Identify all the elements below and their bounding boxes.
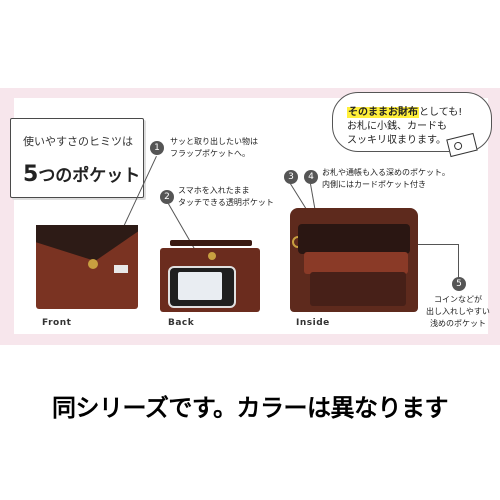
label-front: Front — [42, 318, 72, 328]
annotation-4-line2: 内側にはカードポケット付き — [322, 180, 426, 189]
coin-pocket — [310, 272, 406, 306]
annotation-2: スマホを入れたまま タッチできる透明ポケット — [178, 185, 274, 209]
speech-line1: そのままお財布としても! — [347, 103, 462, 118]
snap-button — [88, 259, 98, 269]
annotation-2-line1: スマホを入れたまま — [178, 186, 250, 195]
strap — [170, 240, 252, 246]
annotation-5-line3: 浅めのポケット — [429, 319, 486, 328]
speech-highlight: そのままお財布 — [347, 107, 419, 118]
card-tag — [114, 265, 128, 273]
phone-window — [168, 266, 236, 308]
deep-pocket — [298, 224, 410, 254]
speech-line3: スッキリ収まります。 — [347, 135, 446, 146]
title-box: 使いやすさのヒミツは 5つのポケット — [10, 118, 144, 198]
badge-3: 3 — [284, 170, 298, 184]
phone-screen — [178, 272, 222, 300]
flap-pocket — [36, 225, 138, 261]
annotation-5: コインなどが 出し入れしやすい 浅めのポケット — [426, 294, 490, 330]
annotation-5-line1: コインなどが — [433, 295, 482, 304]
annotation-4: お札や通帳も入る深めのポケット。 内側にはカードポケット付き — [322, 167, 450, 191]
leader-line-5 — [458, 244, 459, 278]
wallet-inside-image — [290, 208, 418, 312]
snap-button — [208, 252, 216, 260]
wallet-back-image — [160, 240, 260, 312]
card-pocket — [304, 252, 408, 274]
annotation-4-line1: お札や通帳も入る深めのポケット。 — [322, 168, 450, 177]
title-number: 5 — [23, 162, 39, 187]
badge-5: 5 — [452, 277, 466, 291]
badge-4: 4 — [304, 170, 318, 184]
annotation-2-line2: タッチできる透明ポケット — [178, 198, 274, 207]
title-line2: 5つのポケット — [23, 161, 140, 187]
label-back: Back — [168, 318, 195, 328]
label-inside: Inside — [296, 318, 330, 328]
speech-line1-rest: としても! — [419, 107, 463, 118]
badge-1: 1 — [150, 141, 164, 155]
annotation-1: サッと取り出したい物は フラップポケットへ。 — [170, 136, 258, 160]
badge-2: 2 — [160, 190, 174, 204]
wallet-front-image — [36, 225, 138, 309]
speech-line2: お札に小銭、カードも — [347, 121, 447, 132]
title-rest: つのポケット — [38, 166, 141, 186]
title-line1: 使いやすさのヒミツは — [23, 135, 133, 148]
annotation-1-line1: サッと取り出したい物は — [170, 137, 258, 146]
annotation-5-line2: 出し入れしやすい — [426, 307, 490, 316]
bottom-caption: 同シリーズです。カラーは異なります — [52, 394, 448, 422]
annotation-1-line2: フラップポケットへ。 — [170, 149, 250, 158]
